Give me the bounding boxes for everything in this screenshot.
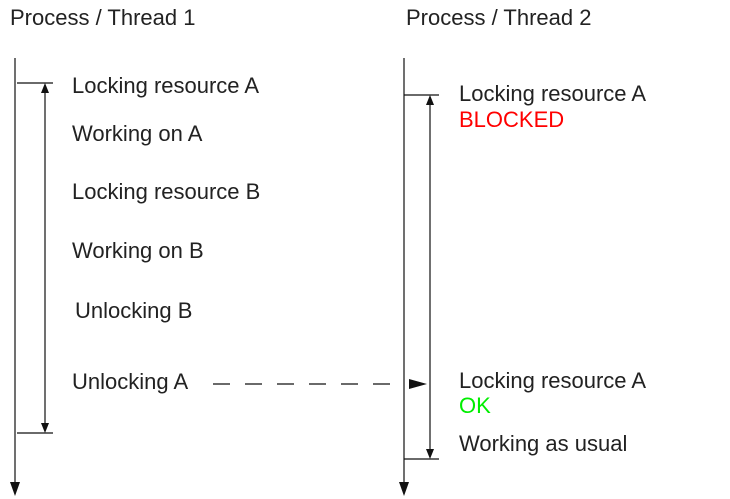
- t2-blocked-status: BLOCKED: [459, 107, 565, 132]
- thread1-title: Process / Thread 1: [10, 5, 196, 30]
- thread2-span-arrowhead-down: [426, 449, 434, 459]
- t2-first-lock-label: Locking resource A: [459, 81, 647, 106]
- t1-step-work-b: Working on B: [72, 238, 204, 263]
- t1-step-lock-a: Locking resource A: [72, 73, 260, 98]
- thread1-span-arrowhead-up: [41, 83, 49, 93]
- t2-second-lock-label: Locking resource A: [459, 368, 647, 393]
- thread2-title: Process / Thread 2: [406, 5, 592, 30]
- t1-step-work-a: Working on A: [72, 121, 203, 146]
- thread2-span-arrowhead-up: [426, 95, 434, 105]
- unlock-signal-arrowhead: [409, 379, 427, 389]
- thread1-timeline-arrowhead: [10, 482, 20, 496]
- thread2-timeline-arrowhead: [399, 482, 409, 496]
- t1-step-unlock-a: Unlocking A: [72, 369, 189, 394]
- t1-step-unlock-b: Unlocking B: [75, 298, 193, 323]
- thread1-span-arrowhead-down: [41, 423, 49, 433]
- t2-final-step: Working as usual: [459, 431, 628, 456]
- t1-step-lock-b: Locking resource B: [72, 179, 261, 204]
- t2-ok-status: OK: [459, 393, 491, 418]
